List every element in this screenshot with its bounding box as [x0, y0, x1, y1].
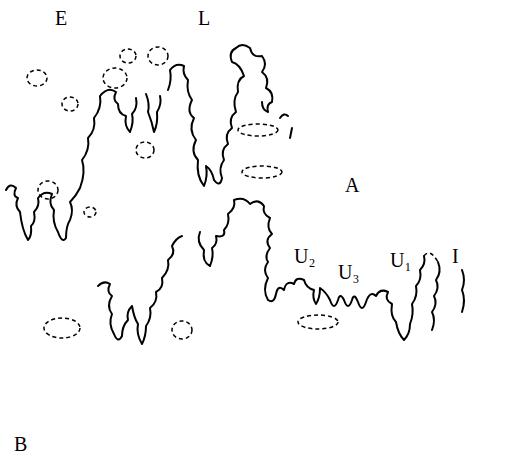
dashed-ellipse [148, 47, 168, 65]
suture-line [199, 199, 425, 340]
suture-line [146, 94, 161, 132]
suture-line [98, 236, 182, 344]
suture-line [462, 270, 464, 312]
dashed-ellipse [84, 207, 96, 217]
dashed-ellipse [44, 318, 80, 338]
dashed-outlines [27, 47, 438, 339]
dashed-ellipse [27, 70, 47, 86]
dashed-ellipse [136, 142, 154, 158]
part-label: U₂ [294, 246, 315, 266]
dashed-ellipse [38, 181, 58, 199]
suture-line [432, 262, 440, 330]
suture-line [290, 128, 292, 138]
dashed-ellipse [298, 315, 338, 329]
dashed-ellipse [172, 321, 192, 339]
dashed-ellipse [62, 97, 78, 111]
part-label: L [198, 8, 210, 28]
part-label: B [14, 434, 27, 454]
dashed-ellipse [242, 166, 282, 178]
suture-line [168, 45, 272, 186]
dashed-ellipse [120, 49, 136, 63]
part-label: U₃ [338, 262, 359, 282]
dashed-ellipse [103, 68, 127, 88]
part-label: A [345, 175, 359, 195]
suture-line [6, 90, 137, 240]
suture-lines [6, 45, 464, 344]
part-label: I [452, 246, 459, 266]
part-label: U₁ [390, 250, 411, 270]
part-label: E [55, 8, 67, 28]
dashed-ellipse [238, 124, 278, 136]
dashed-arc [424, 253, 438, 262]
suture-line [280, 114, 288, 118]
